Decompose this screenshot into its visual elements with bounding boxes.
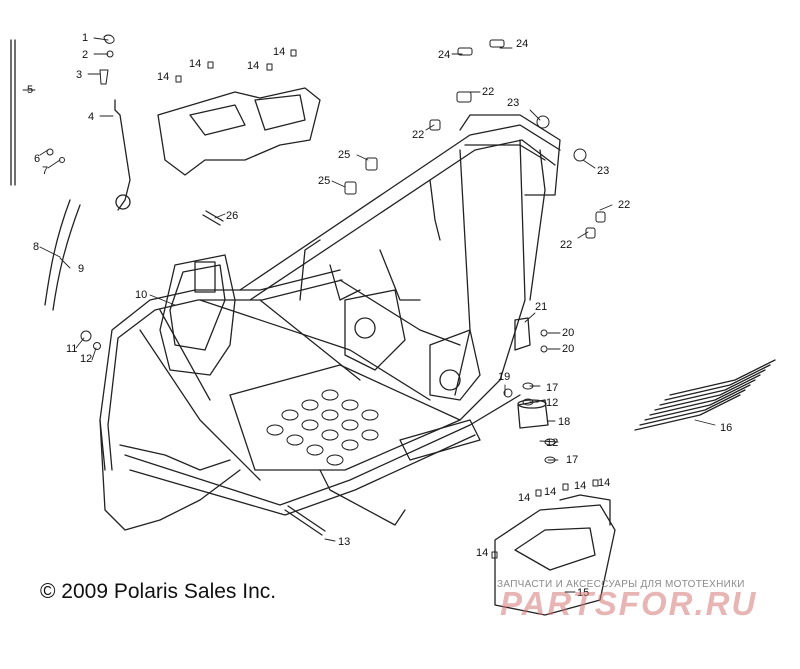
callout-22: 22 [560,239,572,251]
fasteners [46,34,606,559]
callout-14: 14 [574,480,586,492]
callout-25: 25 [338,149,350,161]
main-frame [99,114,561,531]
front-plate-bracket [159,254,236,376]
pin [202,210,224,226]
long-rod [10,39,16,186]
callout-14: 14 [518,492,530,504]
rubber-mount [517,399,549,429]
callout-4: 4 [88,111,94,123]
callout-7: 7 [42,165,48,177]
callout-26: 26 [226,210,238,222]
callout-19: 19 [498,371,510,383]
callout-1: 1 [82,32,88,44]
callout-23: 23 [597,165,609,177]
long-bolt [284,505,326,536]
callout-3: 3 [76,69,82,81]
lower-skid-plate [494,494,616,616]
callout-23: 23 [507,97,519,109]
callout-24: 24 [516,38,528,50]
strap-set [634,359,776,431]
watermark-tagline: ЗАПЧАСТИ И АКСЕССУАРЫ ДЛЯ МОТОТЕХНИКИ [497,579,745,590]
callout-22: 22 [482,86,494,98]
callout-25: 25 [318,175,330,187]
callout-6: 6 [34,153,40,165]
callout-13: 13 [338,536,350,548]
copyright-notice: © 2009 Polaris Sales Inc. [40,580,277,603]
callout-12: 12 [546,437,558,449]
callout-14: 14 [189,58,201,70]
callout-15: 15 [577,587,589,599]
callout-16: 16 [720,422,732,434]
callout-2: 2 [82,49,88,61]
callout-14: 14 [476,547,488,559]
callout-24: 24 [438,49,450,61]
callout-20: 20 [562,327,574,339]
callout-17: 17 [566,454,578,466]
floorboard-holes [266,389,379,466]
callout-14: 14 [247,60,259,72]
callout-21: 21 [535,301,547,313]
callout-14: 14 [598,477,610,489]
callout-11: 11 [66,343,77,355]
leader-lines [22,37,716,593]
callout-10: 10 [135,289,147,301]
callout-18: 18 [558,416,570,428]
callout-14: 14 [544,486,556,498]
callout-8: 8 [33,241,39,253]
callout-22: 22 [412,129,424,141]
callout-14: 14 [157,71,169,83]
callout-12: 12 [546,397,558,409]
engine-mount-plates [344,289,481,401]
bracket-21 [514,317,531,351]
callout-14: 14 [273,46,285,58]
shift-lever [114,99,131,211]
upper-cover-plate [157,87,321,176]
callout-20: 20 [562,343,574,355]
callout-17: 17 [546,382,558,394]
callout-9: 9 [78,263,84,275]
watermark-logo: PARTSFOR.RU [500,585,758,622]
callout-22: 22 [618,199,630,211]
cables [44,199,81,311]
callout-5: 5 [27,84,33,96]
callout-12: 12 [80,353,92,365]
